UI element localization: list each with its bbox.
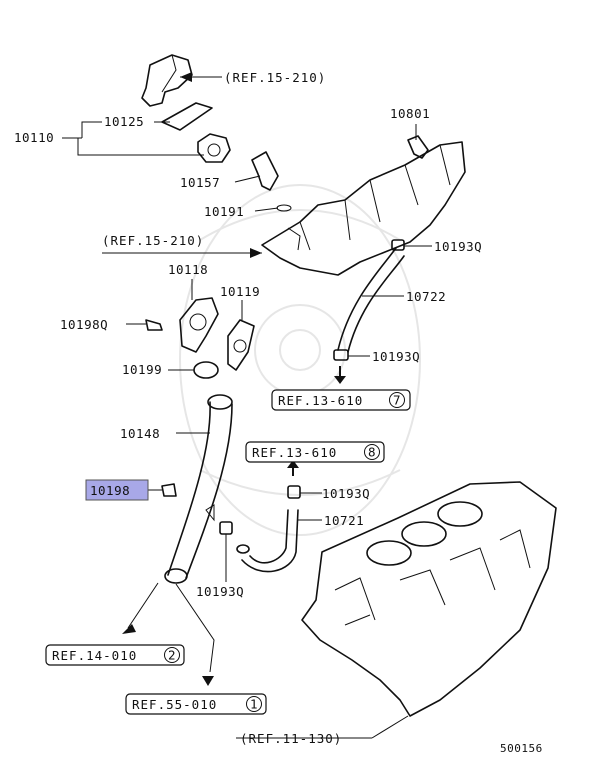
ref-box-55-010-1[interactable]: REF.55-010 1 (125, 693, 267, 715)
ref-13-610-7-num: 7 (393, 393, 401, 408)
thermostat-housing (141, 54, 193, 107)
label-10722: 10722 (406, 289, 446, 304)
label-10148: 10148 (120, 426, 160, 441)
gasket-10119 (227, 319, 255, 371)
ref-15-210-top[interactable]: (REF.15-210) (224, 70, 326, 85)
label-10193q-c: 10193Q (322, 486, 370, 501)
ref-11-130[interactable]: (REF.11-130) (240, 731, 342, 746)
o-ring-10199 (193, 361, 219, 379)
hose-10721 (219, 485, 301, 573)
ref-55-010-num: 1 (250, 697, 258, 712)
label-10157: 10157 (180, 175, 220, 190)
label-10110: 10110 (14, 130, 54, 145)
label-10193q-b: 10193Q (372, 349, 420, 364)
intake-manifold (261, 141, 466, 276)
label-10125: 10125 (104, 114, 144, 129)
label-10721: 10721 (324, 513, 364, 528)
hose-10722 (333, 239, 405, 361)
water-outlet-10118 (179, 297, 219, 353)
label-10193q-a: 10193Q (434, 239, 482, 254)
ref-box-13-610-8[interactable]: REF.13-610 8 (245, 441, 385, 463)
ref-15-210-mid[interactable]: (REF.15-210) (102, 233, 204, 248)
water-pipe-10148 (164, 394, 233, 584)
ref-14-010-text: REF.14-010 (52, 648, 137, 663)
arrows (122, 72, 346, 686)
label-10193q-d: 10193Q (196, 584, 244, 599)
ref-box-13-610-7[interactable]: REF.13-610 7 (271, 389, 411, 411)
highlight-10198[interactable]: 10198 (85, 479, 149, 501)
sensor-10801 (407, 135, 429, 159)
sensor-10157 (251, 151, 279, 191)
bolt-10198 (161, 483, 177, 497)
thermostat-10110 (197, 133, 231, 163)
engine-block (301, 481, 557, 717)
ref-14-010-num: 2 (168, 648, 176, 663)
part-labels: (REF.15-210) 10110 10125 10801 10157 101… (14, 70, 543, 755)
ref-box-14-010-2[interactable]: REF.14-010 2 (45, 644, 185, 666)
ref-55-010-text: REF.55-010 (132, 697, 217, 712)
ref-13-610-8-text: REF.13-610 (252, 445, 337, 460)
ref-13-610-8-num: 8 (368, 445, 376, 460)
label-10191: 10191 (204, 204, 244, 219)
label-10198q: 10198Q (60, 317, 108, 332)
label-10118: 10118 (168, 262, 208, 277)
label-10199: 10199 (122, 362, 162, 377)
bolt-10198q (145, 319, 163, 331)
label-10119: 10119 (220, 284, 260, 299)
ref-13-610-7-text: REF.13-610 (278, 393, 363, 408)
label-10198[interactable]: 10198 (90, 483, 130, 498)
gasket-10125 (161, 102, 213, 131)
label-10801: 10801 (390, 106, 430, 121)
diagram-id: 500156 (500, 742, 543, 755)
